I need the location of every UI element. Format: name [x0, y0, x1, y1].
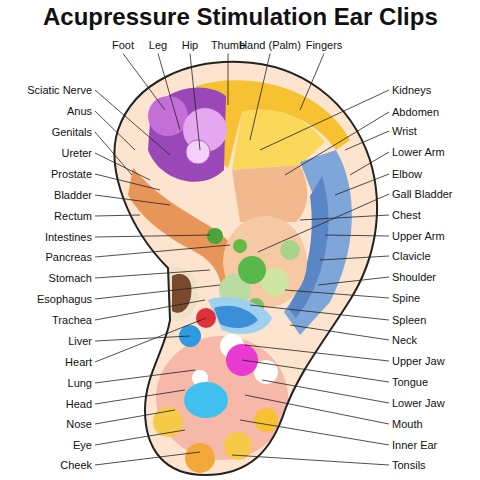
leader-line: [232, 455, 389, 465]
part-label: Upper Arm: [392, 230, 445, 243]
part-label: Neck: [392, 334, 417, 347]
leader-line: [250, 54, 270, 141]
leader-line: [95, 195, 170, 205]
leader-line: [95, 410, 175, 424]
leader-line: [325, 235, 389, 236]
part-label: Upper Jaw: [392, 355, 445, 368]
part-label: Stomach: [49, 272, 92, 285]
leader-line: [95, 285, 220, 299]
leader-line: [318, 277, 389, 285]
leader-line: [95, 430, 185, 445]
leader-line: [258, 194, 389, 252]
title: Acupressure Stimulation Ear Clips: [43, 2, 438, 32]
part-label: Heart: [65, 356, 92, 369]
leader-line: [260, 90, 389, 150]
part-label: Wrist: [392, 125, 417, 138]
part-label: Foot: [112, 39, 134, 52]
leader-line: [285, 290, 389, 298]
part-label: Chest: [392, 209, 421, 222]
part-label: Lower Jaw: [392, 397, 445, 410]
leader-line: [262, 380, 389, 403]
leader-line: [95, 300, 205, 320]
leader-line: [95, 270, 210, 278]
leader-line: [320, 256, 389, 260]
part-label: Intestines: [45, 231, 92, 244]
leader-line: [95, 235, 210, 237]
leader-line: [250, 305, 389, 320]
part-label: Abdomen: [392, 106, 439, 119]
leader-line: [245, 395, 389, 424]
leader-line: [350, 152, 389, 175]
leader-line: [95, 215, 140, 216]
part-label: Mouth: [392, 418, 423, 431]
part-label: Elbow: [392, 168, 422, 181]
part-label: Lower Arm: [392, 146, 445, 159]
part-label: Leg: [149, 39, 167, 52]
part-label: Cheek: [60, 459, 92, 472]
part-label: Trachea: [52, 314, 92, 327]
part-label: Head: [66, 398, 92, 411]
leader-line: [300, 215, 389, 220]
leader-line: [290, 325, 389, 340]
leader-line: [95, 370, 195, 383]
leader-line: [95, 452, 200, 465]
part-label: Nose: [66, 418, 92, 431]
leader-line: [95, 111, 135, 150]
leader-line: [245, 345, 389, 361]
leader-line: [242, 360, 389, 382]
leader-line: [240, 420, 389, 445]
leader-line: [95, 336, 190, 341]
leader-line: [345, 131, 389, 150]
part-label: Sciatic Nerve: [27, 84, 92, 97]
part-label: Genitals: [52, 126, 92, 139]
part-label: Hip: [182, 39, 199, 52]
part-label: Ureter: [61, 147, 92, 160]
leader-line: [95, 318, 206, 362]
part-label: Spine: [392, 292, 420, 305]
part-label: Shoulder: [392, 271, 436, 284]
part-label: Hand (Palm): [239, 39, 301, 52]
leader-line: [95, 245, 230, 257]
part-label: Spleen: [392, 314, 426, 327]
part-label: Kidneys: [392, 84, 431, 97]
part-label: Inner Ear: [392, 439, 437, 452]
part-label: Fingers: [306, 39, 343, 52]
leader-line: [228, 54, 229, 106]
leader-line: [335, 174, 389, 195]
part-label: Clavicle: [392, 250, 431, 263]
leader-line: [300, 54, 324, 111]
part-label: Anus: [67, 105, 92, 118]
part-label: Eye: [73, 439, 92, 452]
leader-line: [95, 390, 185, 404]
part-label: Tonsils: [392, 459, 426, 472]
leader-line: [158, 54, 180, 131]
part-label: Gall Bladder: [392, 188, 453, 201]
part-label: Prostate: [51, 168, 92, 181]
part-label: Esophagus: [37, 293, 92, 306]
part-label: Rectum: [54, 210, 92, 223]
leader-line: [190, 54, 200, 151]
part-label: Bladder: [54, 189, 92, 202]
leader-line: [285, 112, 389, 175]
part-label: Liver: [68, 335, 92, 348]
part-label: Pancreas: [46, 251, 92, 264]
leader-line: [95, 174, 160, 190]
part-label: Tongue: [392, 376, 428, 389]
leader-line: [123, 54, 165, 111]
part-label: Lung: [68, 377, 92, 390]
